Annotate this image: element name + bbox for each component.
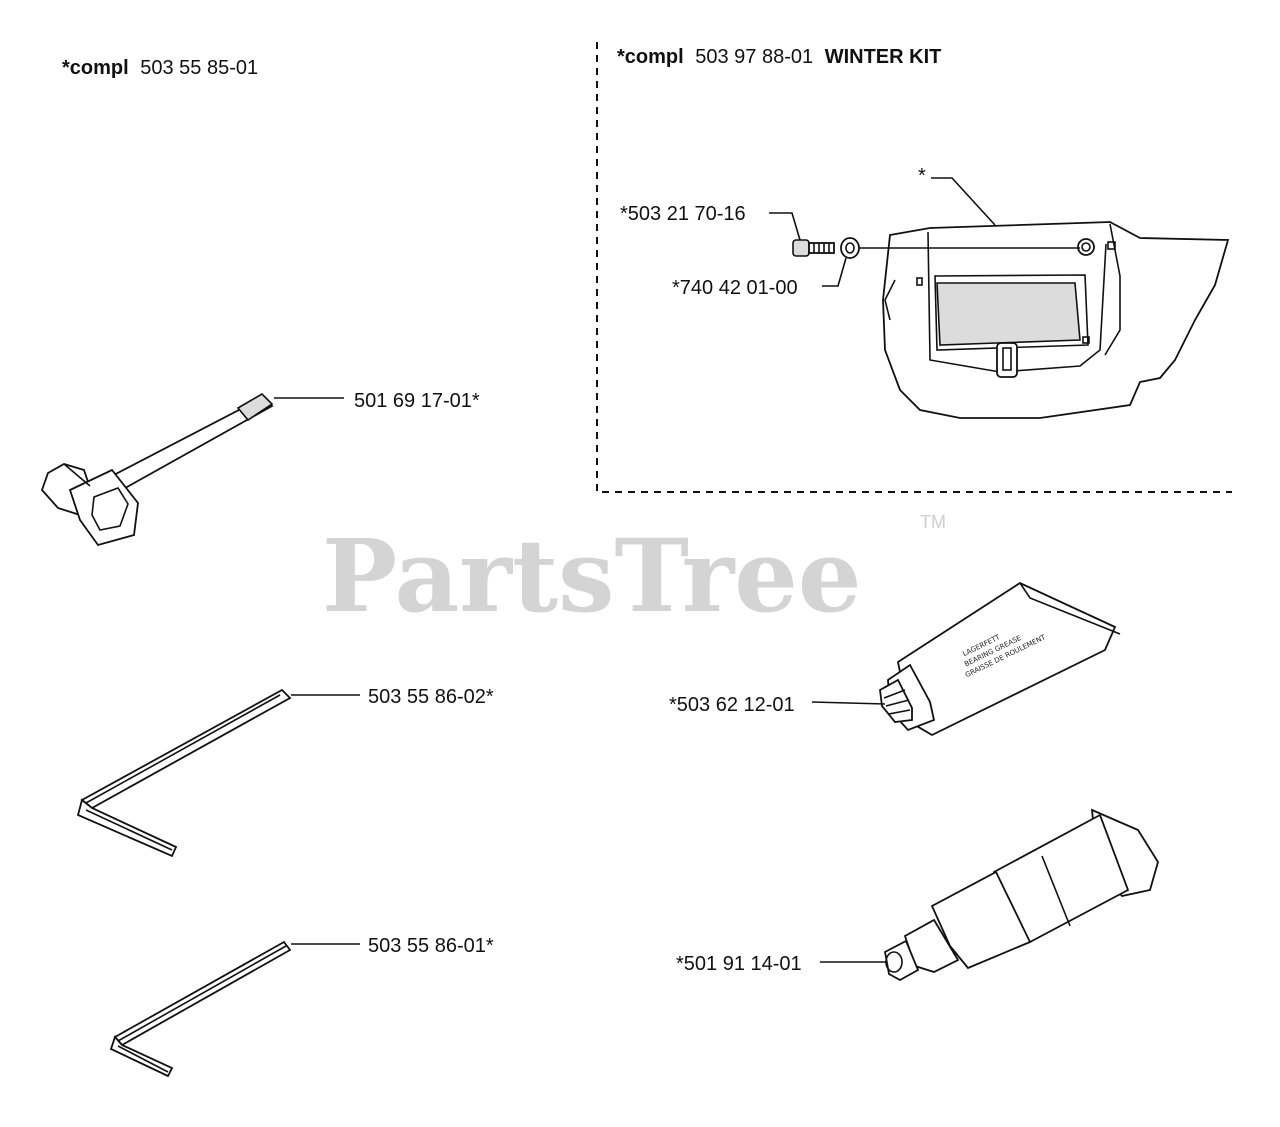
left-kit-prefix: *compl — [62, 57, 129, 79]
left-kit-header: *compl 503 55 85-01 — [62, 57, 258, 79]
left-kit-number: 503 55 85-01 — [140, 57, 258, 79]
washer-part — [840, 237, 860, 259]
winter-kit-header: *compl 503 97 88-01 WINTER KIT — [617, 46, 941, 68]
winter-kit-prefix: *compl — [617, 46, 684, 68]
winter-kit-name: WINTER KIT — [825, 46, 942, 68]
washer-leader-line — [822, 257, 847, 287]
hex-key-small-callout: 503 55 86-01* — [368, 935, 494, 957]
screw-leader-line — [769, 212, 801, 241]
tool-part — [883, 808, 1159, 982]
winter-kit-boundary — [596, 42, 1232, 493]
washer-callout: *740 42 01-00 — [672, 277, 798, 299]
cover-leader-line — [931, 177, 996, 226]
winter-kit-cover — [882, 221, 1230, 419]
cover-callout: * — [918, 165, 926, 187]
winter-kit-number: 503 97 88-01 — [695, 46, 813, 68]
grease-tube-callout: *503 62 12-01 — [669, 694, 795, 716]
screw-part — [792, 239, 835, 257]
hex-key-large-callout: 503 55 86-02* — [368, 686, 494, 708]
combination-wrench — [40, 392, 274, 547]
hex-key-small — [109, 940, 292, 1078]
wrench-callout: 501 69 17-01* — [354, 390, 480, 412]
grease-tube-leader-line — [811, 701, 886, 705]
grease-tube: LAGERFETT BEARING GREASE GRAISSE DE ROUL… — [879, 581, 1121, 737]
screw-callout: *503 21 70-16 — [620, 203, 746, 225]
watermark-trademark: TM — [920, 512, 946, 532]
parts-tree-watermark: PartsTree — [322, 517, 862, 635]
tool-callout: *501 91 14-01 — [676, 953, 802, 975]
hex-key-large — [76, 688, 292, 858]
